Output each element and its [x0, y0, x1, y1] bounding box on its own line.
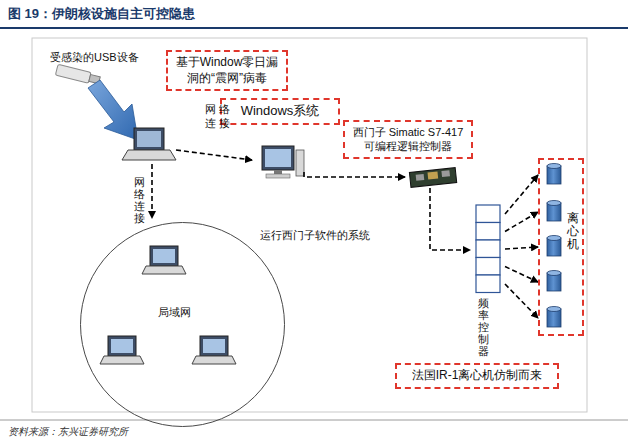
- diagram-frame: [32, 38, 587, 412]
- connector: [505, 175, 538, 318]
- centrifuge-cylinders: [547, 164, 561, 328]
- dashed-link: [430, 188, 470, 250]
- lan-circle: 局域网: [80, 222, 285, 427]
- callout-box: 基于Window零日漏洞的“震网”病毒: [166, 50, 288, 91]
- centrifuge-box: 离心机: [538, 158, 584, 336]
- title-rule: [0, 27, 628, 29]
- network-link: [151, 164, 153, 218]
- node-text: 局域网: [65, 305, 284, 319]
- figure-title: 图 19：伊朗核设施自主可控隐患: [8, 6, 195, 23]
- node-text: 频率控制器: [478, 297, 489, 357]
- frequency-controller-stack: [476, 205, 500, 293]
- node-text: 西门子 Simatic S7-417 可编程逻辑控制器: [343, 120, 473, 159]
- node-text: Windows系统: [226, 103, 334, 120]
- source-caption: 资料来源：东兴证券研究所: [8, 425, 128, 438]
- controller-node: 频率控制器: [470, 205, 505, 362]
- device-label: 受感染的USB设备: [50, 50, 139, 64]
- dashed-link: [505, 284, 538, 318]
- link-label: 网络连接: [205, 102, 235, 131]
- computer-node: 运行西门子软件的系统: [252, 172, 378, 244]
- dashed-link: [505, 212, 538, 232]
- laptop-symbol: [122, 128, 176, 160]
- dashed-link: [304, 172, 405, 177]
- dashed-link: [505, 267, 538, 283]
- plc-node: 西门子 Simatic S7-417 可编程逻辑控制器: [405, 120, 470, 188]
- plc-board: [409, 168, 456, 188]
- usb-stick: [55, 64, 100, 85]
- desktop-computer: [262, 146, 304, 178]
- callout-box: Windows系统: [220, 98, 340, 125]
- callout-box: 法国IR-1离心机仿制而来: [395, 363, 559, 389]
- node-text: 运行西门子软件的系统: [252, 228, 378, 242]
- caption-rule: [0, 420, 628, 421]
- network-link: [176, 150, 252, 160]
- infection-arrow: [88, 80, 138, 140]
- node-text: 基于Window零日漏洞的“震网”病毒: [172, 55, 282, 86]
- link-label: 网络连接: [134, 176, 145, 224]
- dashed-link: [505, 247, 538, 249]
- dashed-link: [505, 175, 538, 214]
- node-text: 法国IR-1离心机仿制而来: [401, 368, 553, 384]
- lan-laptops: [100, 246, 236, 364]
- connector: [430, 188, 470, 250]
- connector: [304, 172, 405, 177]
- node-text: 离心机: [567, 212, 579, 252]
